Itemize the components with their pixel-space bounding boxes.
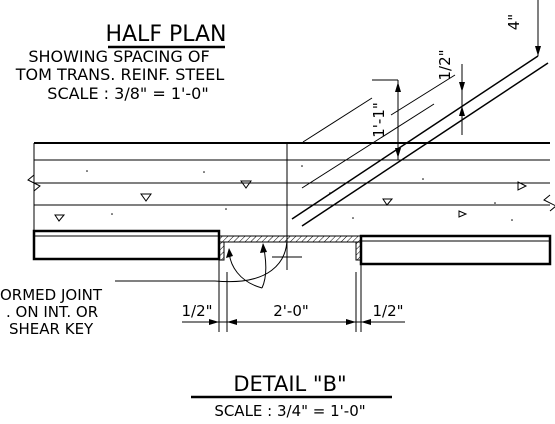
dimension-one-one-label: 1'-1" <box>370 102 388 138</box>
right-break-symbol <box>543 194 555 212</box>
dimension-4in: 4" <box>505 0 541 56</box>
half-plan-title: HALF PLAN <box>105 22 226 47</box>
shear-key <box>218 235 362 272</box>
callout-leaders <box>115 237 288 289</box>
deck-slab <box>27 142 555 232</box>
dimension-4in-label: 4" <box>505 14 523 30</box>
dimension-half-inch-upper-label: 1/2" <box>436 49 454 80</box>
detail-scale: SCALE : 3/4" = 1'-0" <box>214 402 365 420</box>
callout-line-2: . ON INT. OR <box>6 303 98 321</box>
detail-title: DETAIL "B" <box>233 372 346 396</box>
half-plan-note-1: SHOWING SPACING OF <box>28 47 209 66</box>
dimension-half-inch-upper: 1/2" <box>436 49 465 135</box>
dimension-right-gap-label: 1/2" <box>372 302 403 320</box>
dimension-left-gap-label: 1/2" <box>181 302 212 320</box>
half-plan-scale: SCALE : 3/8" = 1'-0" <box>47 84 208 103</box>
half-plan-note-2: TOM TRANS. REINF. STEEL <box>15 65 225 84</box>
diagonal-reinforcement <box>272 55 549 270</box>
dimension-one-one: 1'-1" <box>370 79 401 160</box>
beam-flanges <box>32 229 552 266</box>
callout-line-3: SHEAR KEY <box>9 320 94 338</box>
callout-line-1: ORMED JOINT <box>0 286 103 304</box>
dimension-center-width-label: 2'-0" <box>273 302 309 320</box>
bottom-dimensions: 1/2" 2'-0" 1/2" <box>181 272 405 332</box>
left-break-symbol <box>27 174 41 192</box>
